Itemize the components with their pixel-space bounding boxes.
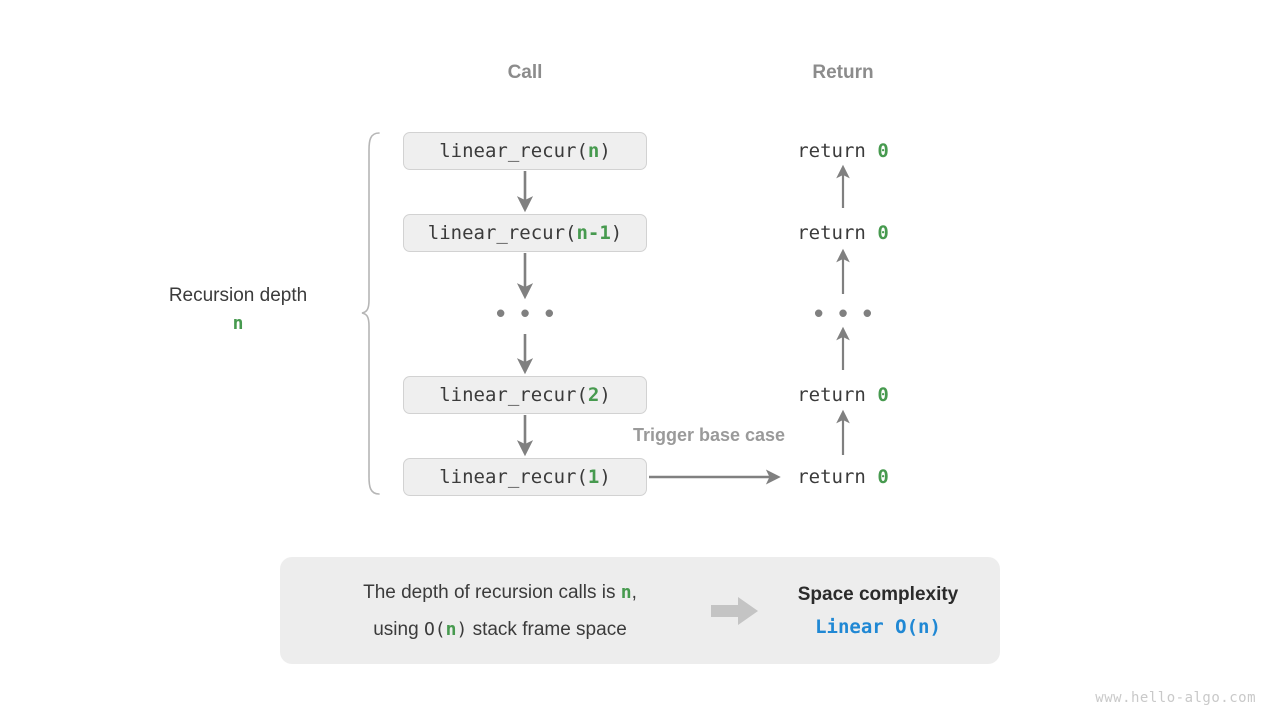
return-ellipsis: • • •: [814, 298, 876, 328]
return-value: 0: [877, 384, 889, 406]
watermark: www.hello-algo.com: [1095, 690, 1256, 706]
column-header-call: Call: [507, 62, 543, 83]
call-frame-prefix: linear_recur(: [439, 466, 588, 488]
summary-line-2: using O(n) stack frame space: [300, 611, 700, 648]
recursion-depth-label: Recursion depth n: [169, 283, 307, 339]
return-statement: return 0: [797, 466, 889, 488]
call-frame-box: linear_recur(2): [403, 376, 647, 414]
call-ellipsis: • • •: [496, 298, 558, 328]
call-frame-arg: n-1: [576, 222, 611, 244]
recursion-depth-brace: [361, 132, 380, 495]
summary-line1-text-a: The depth of recursion calls is: [363, 581, 621, 603]
summary-line-1: The depth of recursion calls is n,: [300, 574, 700, 611]
summary-line2-var: n: [445, 618, 457, 640]
call-frame-arg: n: [587, 140, 600, 162]
return-keyword: return: [797, 384, 878, 406]
right-block-arrow-icon: [711, 596, 758, 625]
summary-line2-bigo-open: O(: [423, 618, 446, 640]
return-value: 0: [877, 140, 889, 162]
summary-line2-text-b: stack frame space: [467, 618, 627, 640]
return-keyword: return: [797, 466, 878, 488]
return-value: 0: [877, 466, 889, 488]
return-value: 0: [877, 222, 889, 244]
return-statement: return 0: [797, 140, 889, 162]
call-frame-prefix: linear_recur(: [439, 384, 588, 406]
call-frame-arg: 2: [587, 384, 600, 406]
return-keyword: return: [797, 222, 878, 244]
summary-line1-text-b: ,: [631, 581, 637, 603]
summary-panel: The depth of recursion calls is n, using…: [280, 557, 1000, 664]
return-keyword: return: [797, 140, 878, 162]
space-complexity-title: Space complexity: [797, 583, 959, 605]
return-statement: return 0: [797, 384, 889, 406]
call-frame-box: linear_recur(n-1): [403, 214, 647, 252]
call-frame-arg: 1: [587, 466, 600, 488]
summary-line2-bigo-close: ): [456, 618, 468, 640]
call-frame-suffix: ): [599, 466, 611, 488]
call-frame-suffix: ): [610, 222, 623, 244]
summary-line2-text-a: using: [373, 618, 424, 640]
column-header-return: Return: [812, 62, 874, 83]
summary-line1-var: n: [620, 581, 632, 603]
call-frame-prefix: linear_recur(: [439, 140, 588, 162]
call-frame-box: linear_recur(n): [403, 132, 647, 170]
space-complexity-value: Linear O(n): [815, 615, 941, 638]
call-frame-box: linear_recur(1): [403, 458, 647, 496]
recursion-depth-title: Recursion depth: [168, 285, 308, 306]
call-frame-suffix: ): [599, 140, 611, 162]
trigger-base-case-label: Trigger base case: [632, 425, 786, 445]
summary-conclusion: Space complexity Linear O(n): [770, 578, 1000, 644]
call-frame-prefix: linear_recur(: [427, 222, 577, 244]
summary-description: The depth of recursion calls is n, using…: [280, 574, 700, 648]
call-frame-suffix: ): [599, 384, 611, 406]
summary-arrow-slot: [700, 596, 770, 626]
recursion-depth-value: n: [232, 313, 244, 334]
return-statement: return 0: [797, 222, 889, 244]
